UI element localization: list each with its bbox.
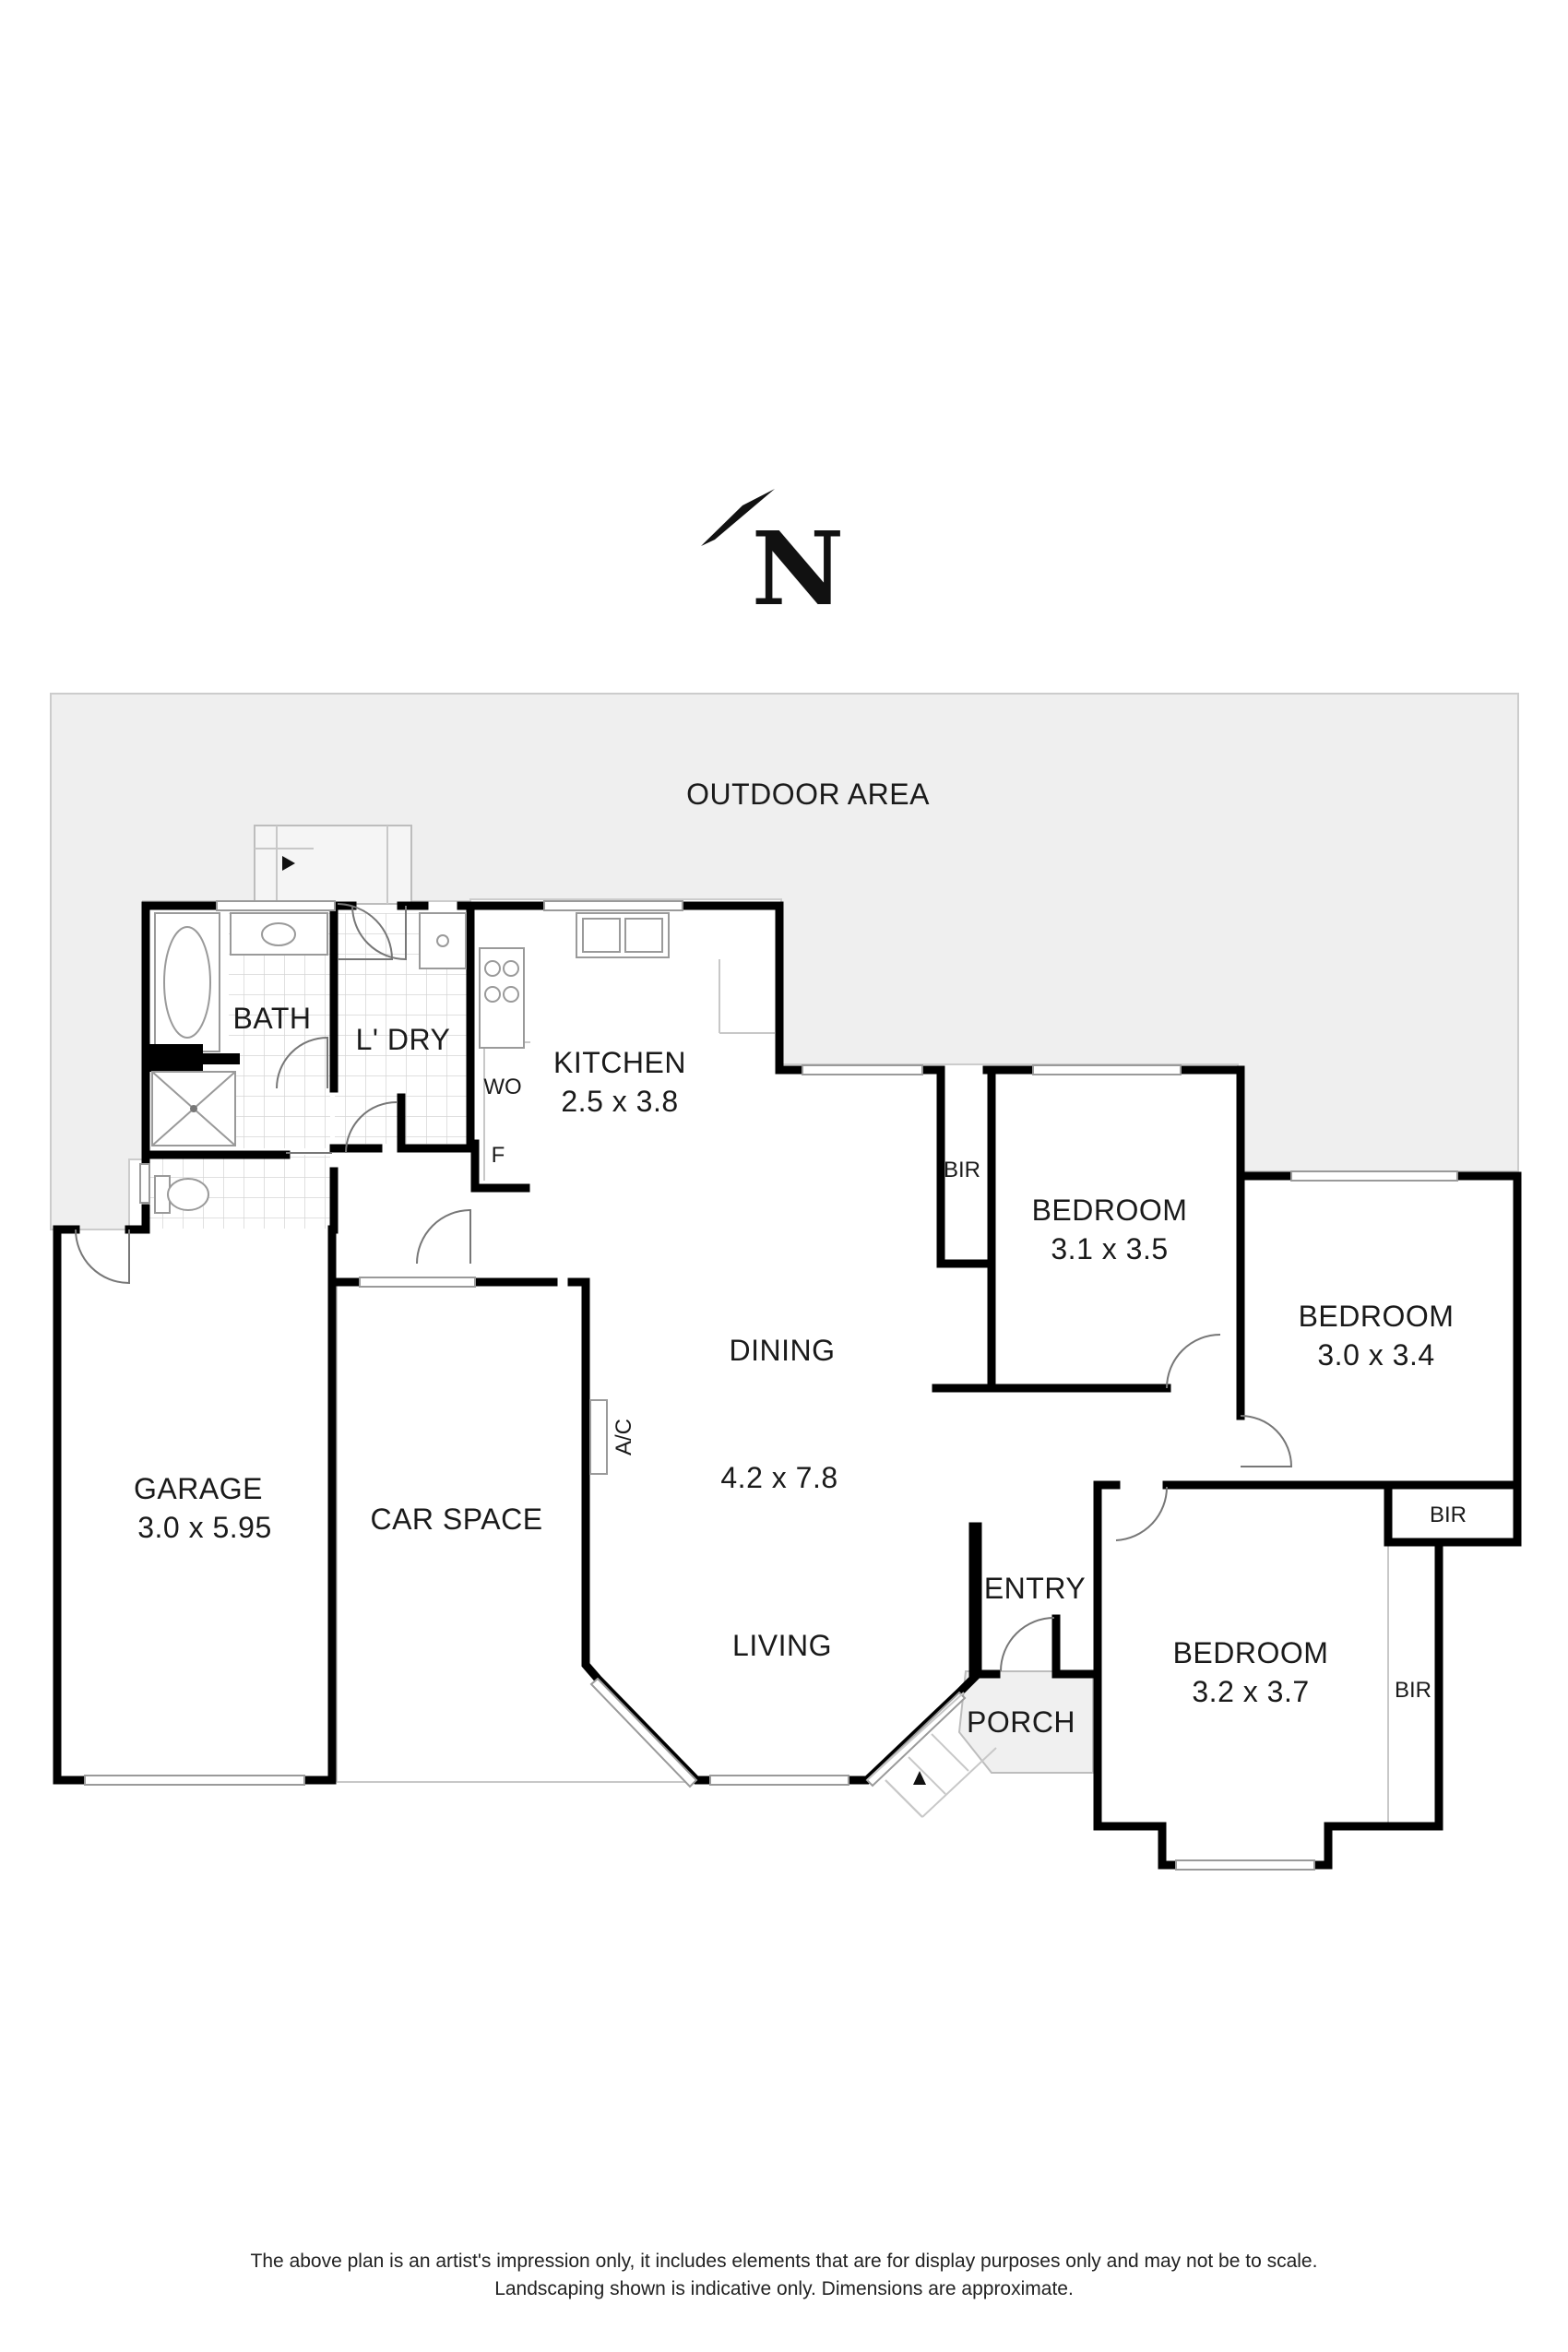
laundry-label: L' DRY (356, 1023, 451, 1056)
kitchen-dimensions: 2.5 x 3.8 (561, 1085, 678, 1118)
front-steps (866, 1692, 997, 1818)
bedroom-2-dimensions: 3.0 x 3.4 (1317, 1338, 1434, 1372)
bedroom-1-label: BEDROOM (1032, 1194, 1188, 1227)
vanity-basin-icon (230, 912, 328, 956)
bath-label: BATH (233, 1002, 312, 1035)
bedroom-3-dimensions: 3.2 x 3.7 (1192, 1675, 1309, 1708)
bathtub-icon (154, 912, 220, 1052)
cooktop-icon (479, 947, 525, 1049)
outdoor-area-label: OUTDOOR AREA (686, 778, 930, 811)
shower-wall-block (148, 1044, 203, 1072)
toilet-icon (154, 1175, 209, 1214)
kitchen-label: KITCHEN (553, 1046, 686, 1079)
shower-wall-block-2 (203, 1053, 240, 1064)
ac-label: A/C (612, 1419, 636, 1455)
living-label: LIVING (732, 1629, 832, 1662)
car-space-label: CAR SPACE (370, 1503, 542, 1536)
disclaimer-line-1: The above plan is an artist's impression… (250, 2251, 1318, 2272)
kitchen-sink-icon (576, 912, 670, 958)
ac-unit (589, 1399, 608, 1475)
doors (75, 903, 1293, 1672)
bedroom-3-label: BEDROOM (1173, 1636, 1329, 1669)
compass-letter: N (752, 509, 845, 628)
entry-label: ENTRY (984, 1572, 1086, 1605)
back-steps (254, 825, 412, 905)
bir-label-bedroom-1: BIR (944, 1158, 980, 1182)
disclaimer-line-2: Landscaping shown is indicative only. Di… (494, 2278, 1074, 2299)
bir-label-bedroom-2: BIR (1430, 1503, 1467, 1527)
garage-label: GARAGE (134, 1472, 263, 1505)
dining-living-dimensions: 4.2 x 7.8 (720, 1461, 837, 1494)
garage-dimensions: 3.0 x 5.95 (137, 1511, 272, 1544)
bedroom-2-label: BEDROOM (1299, 1300, 1455, 1333)
bedroom-1-dimensions: 3.1 x 3.5 (1051, 1232, 1168, 1265)
laundry-tub-icon (419, 912, 467, 969)
fridge-label: F (492, 1143, 505, 1168)
wall-oven-label: WO (483, 1075, 521, 1099)
bir-label-bedroom-3: BIR (1395, 1678, 1431, 1703)
dining-label: DINING (730, 1334, 836, 1367)
walls (53, 901, 1522, 1870)
north-arrow-icon (701, 489, 775, 546)
porch-label: PORCH (967, 1705, 1075, 1739)
windows (84, 900, 1458, 1871)
shower-icon (151, 1071, 236, 1146)
